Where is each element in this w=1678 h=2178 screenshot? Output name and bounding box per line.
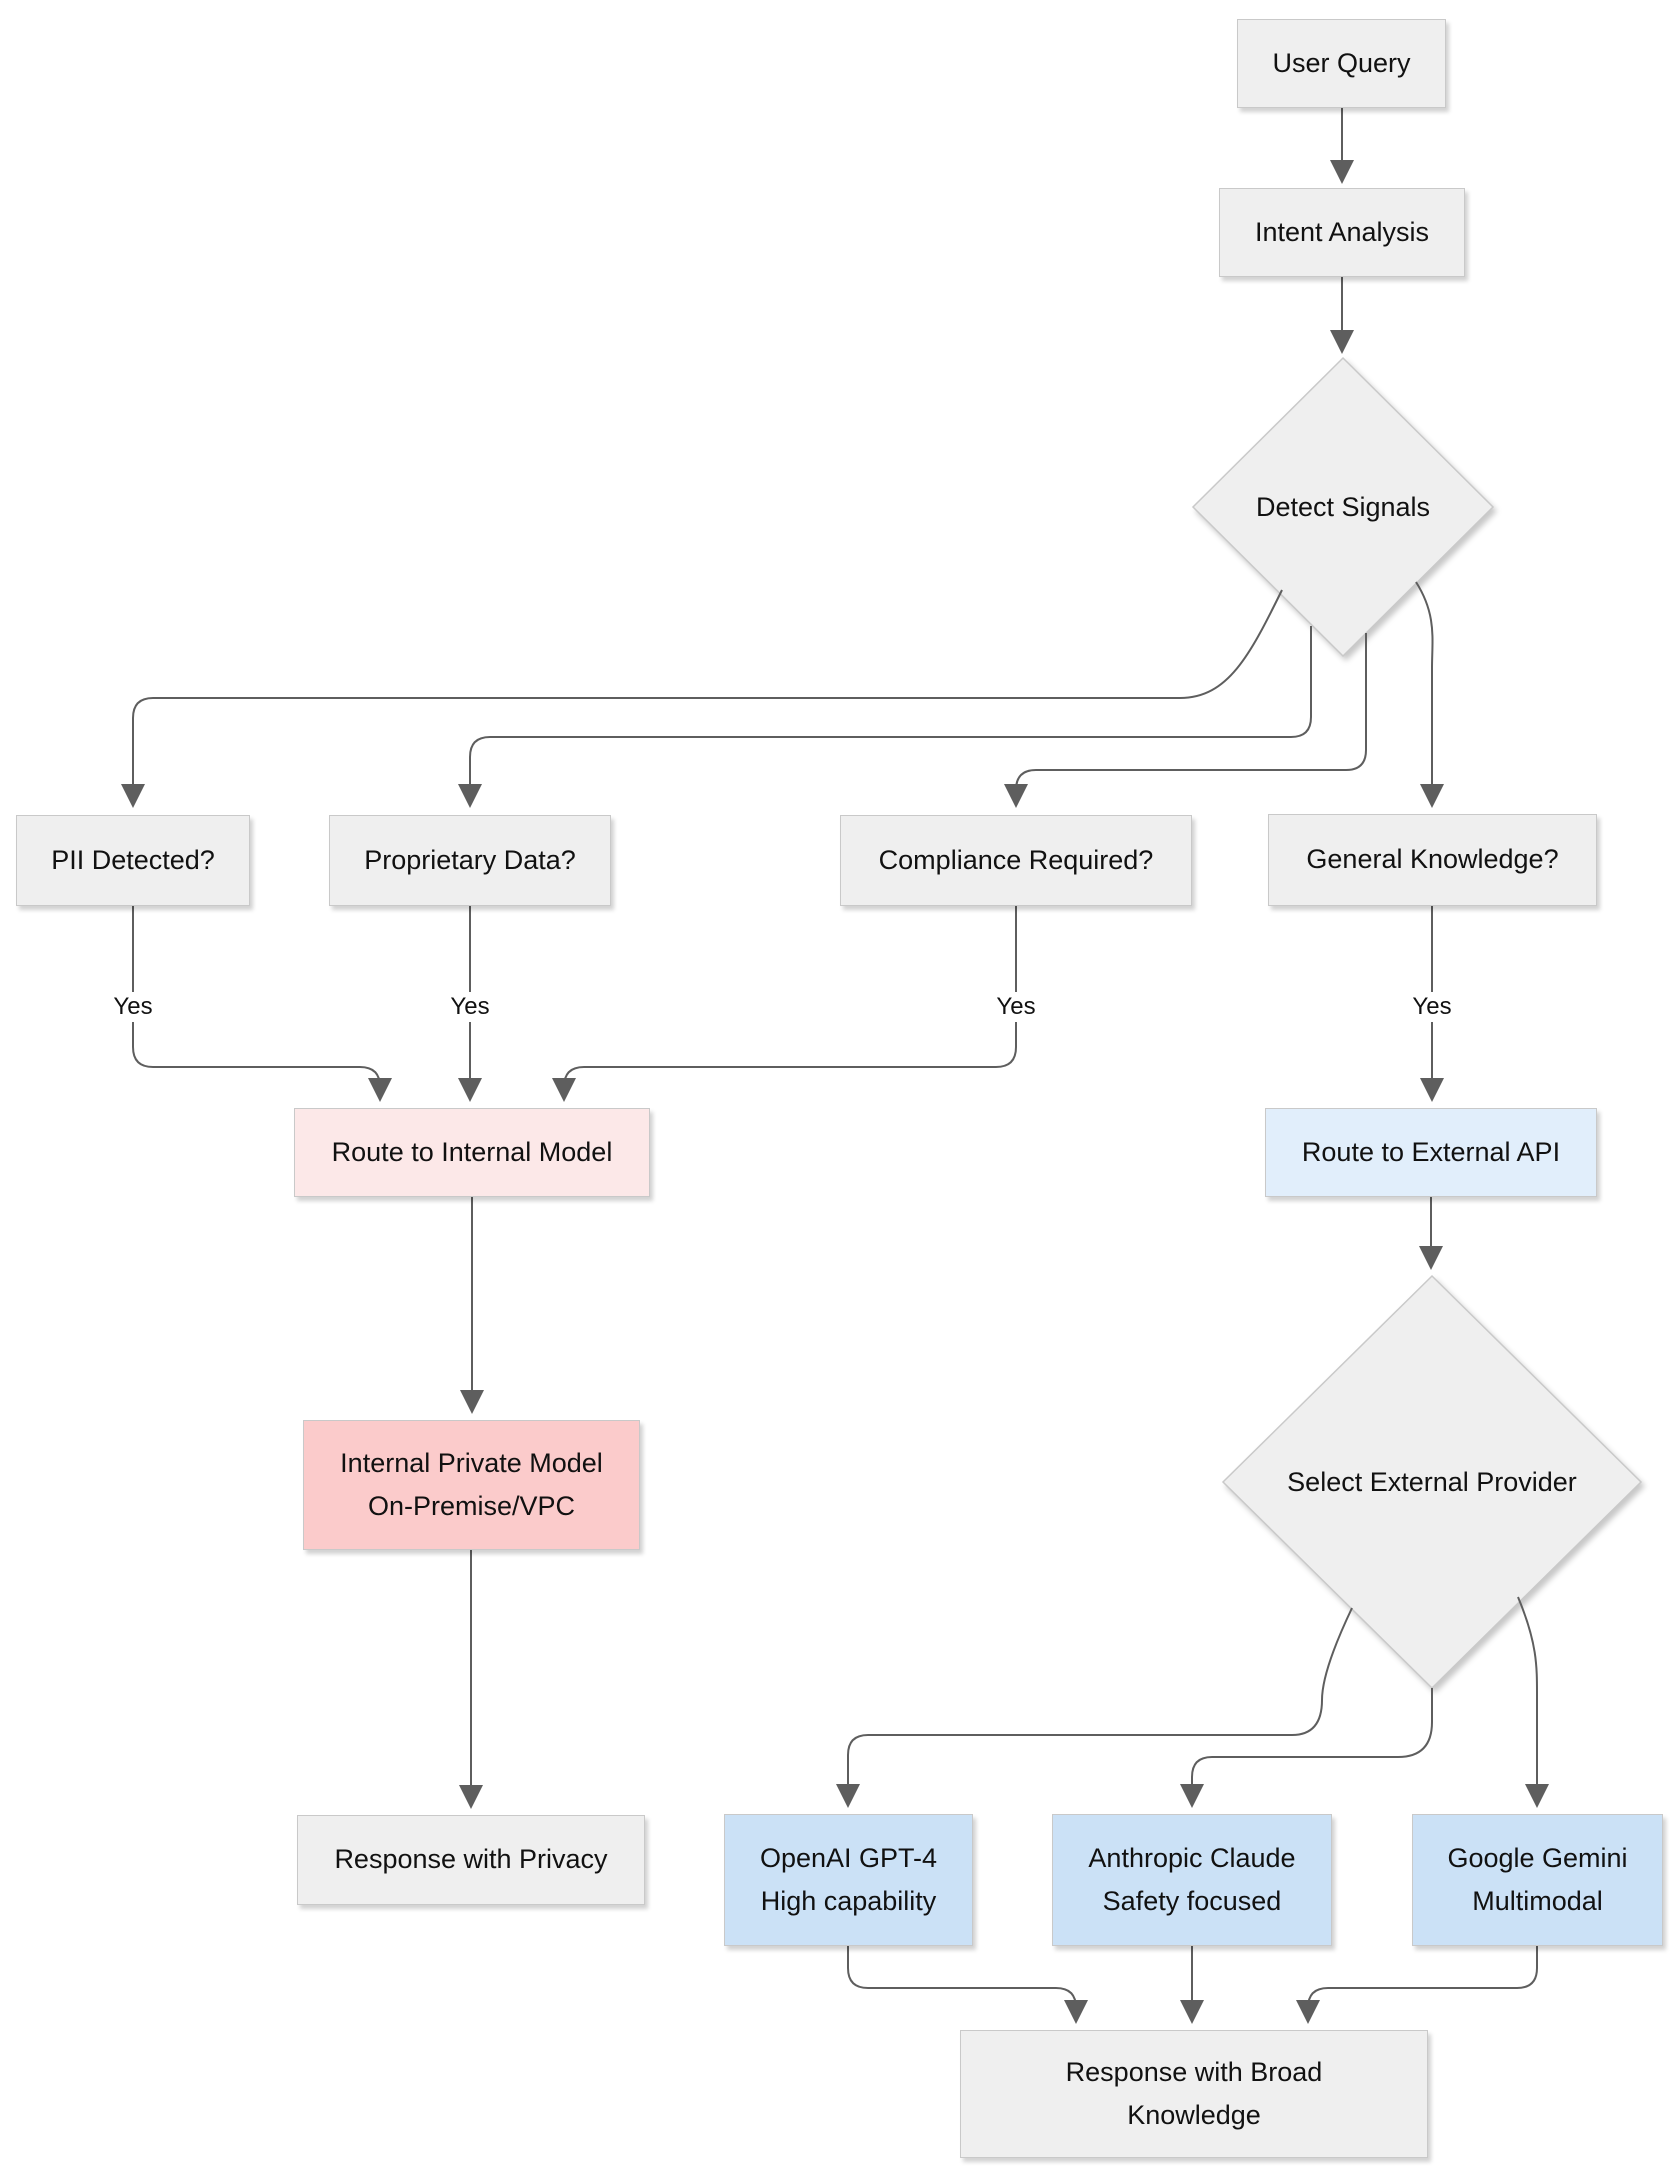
edge-gemini-responsebroad bbox=[1296, 1946, 1538, 2024]
edge-label-proprietary-yes: Yes bbox=[442, 992, 498, 1022]
node-general-knowledge: General Knowledge? bbox=[1268, 814, 1597, 906]
node-response-privacy: Response with Privacy bbox=[297, 1815, 645, 1905]
node-pii-detected: PII Detected? bbox=[16, 815, 250, 906]
anthropic-claude-line1: Anthropic Claude bbox=[1088, 1842, 1296, 1873]
google-gemini-line1: Google Gemini bbox=[1447, 1842, 1628, 1873]
node-proprietary-data: Proprietary Data? bbox=[329, 815, 611, 906]
node-google-gemini: Google Gemini Multimodal bbox=[1412, 1814, 1663, 1946]
node-route-internal-model: Route to Internal Model bbox=[294, 1108, 650, 1197]
node-user-query: User Query bbox=[1237, 19, 1446, 108]
openai-gpt4-line2: High capability bbox=[760, 1886, 937, 1916]
edge-label-compliance-yes: Yes bbox=[988, 992, 1044, 1022]
edge-compliance-routeinternal bbox=[552, 906, 1017, 1102]
edge-detect-pii bbox=[121, 589, 1283, 808]
node-compliance-required: Compliance Required? bbox=[840, 815, 1192, 906]
edge-selectprovider-anthropic bbox=[1180, 1688, 1433, 1808]
edge-openai-responsebroad bbox=[847, 1946, 1088, 2024]
anthropic-claude-line2: Safety focused bbox=[1102, 1886, 1282, 1916]
edge-selectprovider-gemini bbox=[1517, 1596, 1549, 1808]
edge-detect-proprietary bbox=[458, 626, 1312, 808]
node-detect-signals-label: Detect Signals bbox=[1255, 491, 1431, 522]
edge-label-pii-yes: Yes bbox=[105, 992, 161, 1022]
edge-detect-compliance bbox=[1004, 633, 1367, 808]
edge-label-general-yes: Yes bbox=[1404, 992, 1460, 1022]
node-openai-gpt4: OpenAI GPT-4 High capability bbox=[724, 1814, 973, 1946]
node-internal-private-model: Internal Private Model On-Premise/VPC bbox=[303, 1420, 640, 1550]
edge-selectprovider-openai bbox=[836, 1607, 1353, 1808]
edge-detect-general bbox=[1415, 581, 1444, 808]
node-select-provider-label: Select External Provider bbox=[1287, 1466, 1577, 1497]
response-broad-line1: Response with Broad bbox=[1065, 2056, 1323, 2087]
detect-signals-diamond bbox=[1191, 356, 1495, 658]
google-gemini-line2: Multimodal bbox=[1472, 1886, 1603, 1916]
edge-pii-routeinternal bbox=[132, 906, 392, 1102]
internal-private-model-line1: Internal Private Model bbox=[340, 1447, 603, 1478]
node-response-broad: Response with Broad Knowledge bbox=[960, 2030, 1428, 2158]
openai-gpt4-line1: OpenAI GPT-4 bbox=[759, 1842, 938, 1873]
internal-private-model-line2: On-Premise/VPC bbox=[367, 1491, 576, 1521]
response-broad-line2: Knowledge bbox=[1127, 2100, 1261, 2130]
node-anthropic-claude: Anthropic Claude Safety focused bbox=[1052, 1814, 1332, 1946]
node-intent-analysis: Intent Analysis bbox=[1219, 188, 1465, 277]
node-route-external-api: Route to External API bbox=[1265, 1108, 1597, 1197]
